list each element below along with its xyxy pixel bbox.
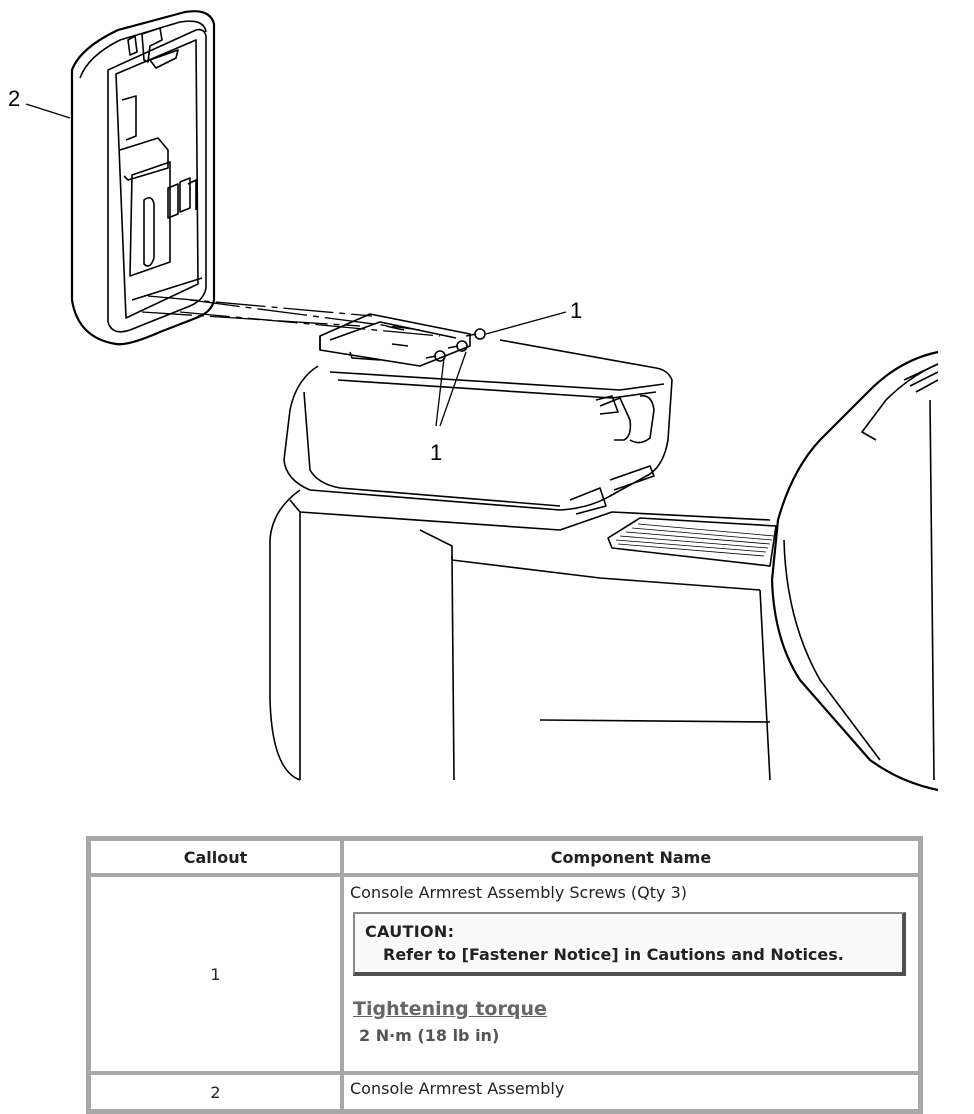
torque-heading: Tightening torque [353,998,547,1020]
callout-legend-table: Callout Component Name 1 Console Armrest… [86,836,923,1114]
exploded-view-illustration: 2 1 1 [8,10,939,792]
callout-cell: 1 [89,875,342,1073]
alignment-lines [141,295,441,337]
header-component-name: Component Name [342,839,920,875]
console-body-part [283,339,673,515]
table-row: 2 Console Armrest Assembly [89,1073,920,1111]
armrest-lid-part [70,10,216,346]
torque-value: 2 N·m (18 lb in) [359,1026,500,1045]
callout-leaders [25,103,567,427]
component-cell: Console Armrest Assembly [342,1073,920,1111]
callout-cell: 2 [89,1073,342,1111]
component-cell: Console Armrest Assembly Screws (Qty 3) … [342,875,920,1073]
screw-icons [425,328,486,362]
table-row: 1 Console Armrest Assembly Screws (Qty 3… [89,875,920,1073]
table-header-row: Callout Component Name [89,839,920,875]
component-name: Console Armrest Assembly Screws (Qty 3) [350,883,688,902]
caution-text: Refer to [Fastener Notice] in Cautions a… [383,945,844,964]
caution-box: CAUTION: Refer to [Fastener Notice] in C… [353,912,906,976]
callout-1-label-upper: 1 [570,298,582,323]
seat-back-part [770,350,939,792]
caution-title: CAUTION: [365,922,455,941]
callout-2-label: 2 [8,86,20,111]
header-callout: Callout [89,839,342,875]
hinge-bracket [319,313,471,367]
console-lower-part [269,489,777,781]
callout-1-label-lower: 1 [430,440,442,465]
